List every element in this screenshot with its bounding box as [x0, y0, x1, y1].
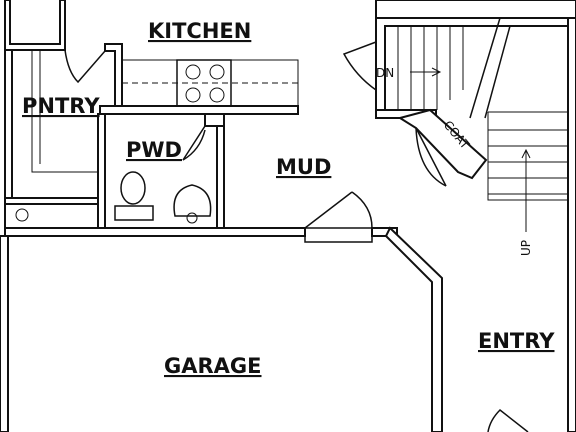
kitchen-counter	[121, 59, 299, 107]
wall-garage-angled	[384, 226, 443, 432]
wall-pantry-kitchen	[104, 43, 123, 107]
wall-mud-bottom-left	[4, 227, 306, 237]
wall-top-right	[375, 0, 576, 19]
wall-pwd-right	[216, 113, 225, 229]
stair-down	[397, 17, 511, 119]
label-stair-down: DN	[376, 66, 394, 80]
range-cooktop	[176, 59, 232, 107]
wall-right-outer	[567, 0, 576, 432]
wall-kitchen-lower	[99, 105, 299, 115]
wall-pwd-top-right	[204, 113, 225, 127]
label-kitchen: KITCHEN	[148, 19, 251, 43]
stair-up	[487, 111, 568, 232]
utility-circle	[15, 208, 29, 222]
garage-door-swing	[304, 191, 373, 243]
pwd-door	[182, 125, 206, 161]
wall-garage-left	[0, 235, 9, 432]
label-powder: PWD	[126, 138, 182, 162]
sink	[173, 184, 212, 224]
wall-pantry-left	[4, 49, 13, 199]
toilet	[114, 171, 154, 221]
label-entry: ENTRY	[478, 329, 555, 353]
label-garage: GARAGE	[164, 354, 262, 378]
coat-closet	[397, 108, 488, 187]
entry-door	[487, 408, 529, 432]
label-stair-up: UP	[519, 240, 533, 256]
pantry-door	[64, 49, 106, 84]
stair-door	[342, 41, 377, 91]
room-labels: KITCHEN PNTRY PWD MUD GARAGE ENTRY	[22, 19, 555, 378]
wall-top-left	[4, 0, 66, 51]
wall-pwd-left	[97, 113, 106, 229]
label-mud: MUD	[276, 155, 331, 179]
pantry-shelving	[31, 50, 98, 173]
label-pantry: PNTRY	[22, 94, 100, 118]
wall-utility-box	[4, 203, 99, 229]
